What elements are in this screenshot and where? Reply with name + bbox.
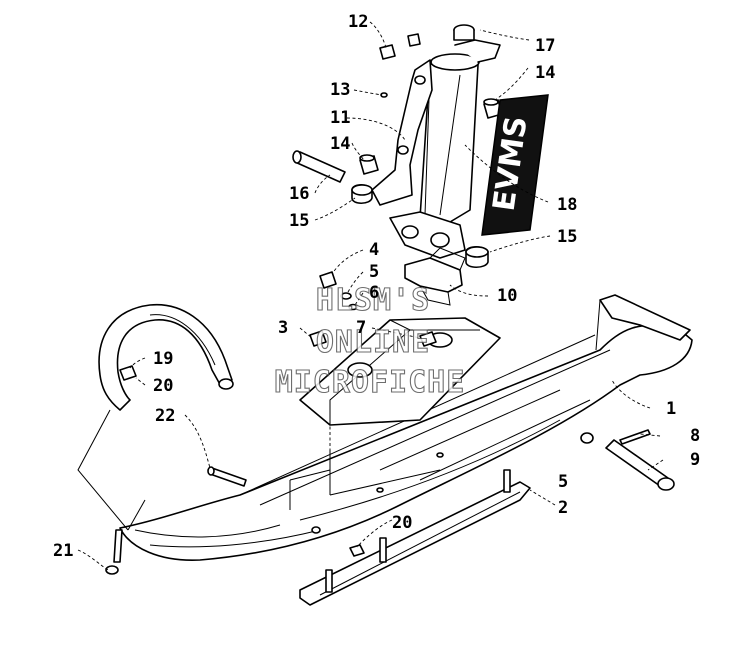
washer-5 (580, 432, 594, 444)
callout-5b: 5 (558, 472, 568, 492)
callout-16: 16 (289, 184, 309, 204)
callout-15b: 15 (557, 227, 577, 247)
arm-bracket (371, 59, 433, 206)
callout-12: 12 (348, 12, 368, 32)
watermark-line2: ONLINE (316, 325, 430, 360)
pin-16 (292, 150, 346, 183)
bushing-15b (465, 245, 489, 269)
callout-10: 10 (497, 286, 517, 306)
callout-1: 1 (666, 399, 676, 419)
bushing-14b (359, 154, 379, 175)
leader-lines (77, 21, 664, 571)
nut-12 (379, 44, 396, 60)
callout-13: 13 (330, 80, 350, 100)
ski-loop-handle (98, 303, 234, 411)
callout-17: 17 (535, 36, 555, 56)
bolt-21 (105, 529, 123, 575)
bolt-22 (207, 466, 247, 487)
callout-14b: 14 (330, 134, 350, 154)
callout-8: 8 (690, 426, 700, 446)
evms-decal: EVMS (481, 94, 549, 236)
callout-3: 3 (278, 318, 288, 338)
hardware-group (309, 271, 437, 347)
callout-14a: 14 (535, 63, 555, 83)
callout-2: 2 (558, 498, 568, 518)
bolt-8 (619, 429, 651, 445)
callout-11: 11 (330, 108, 350, 128)
callout-21: 21 (53, 541, 73, 561)
callout-5a: 5 (369, 262, 379, 282)
callout-6: 6 (369, 283, 379, 303)
callout-9: 9 (690, 450, 700, 470)
watermark: HLSM'S ONLINE MICROFICHE (274, 282, 466, 400)
callout-20a: 20 (153, 376, 173, 396)
callout-7: 7 (356, 318, 366, 338)
bushing-15a (351, 183, 373, 205)
spindle (389, 24, 501, 259)
callout-4: 4 (369, 240, 379, 260)
ski-body (119, 294, 693, 561)
callout-19: 19 (153, 349, 173, 369)
watermark-line1: HLSM'S (316, 283, 430, 318)
nut-13 (380, 92, 388, 98)
callout-15a: 15 (289, 211, 309, 231)
callout-22: 22 (155, 406, 175, 426)
wear-rod (299, 469, 531, 606)
watermark-line3: MICROFICHE (275, 365, 466, 400)
bolt-9 (605, 439, 675, 491)
callout-labels: 1 2 3 4 5 5 6 7 8 9 10 11 12 13 14 14 15… (53, 12, 700, 561)
callout-18: 18 (557, 195, 577, 215)
callout-20b: 20 (392, 513, 412, 533)
